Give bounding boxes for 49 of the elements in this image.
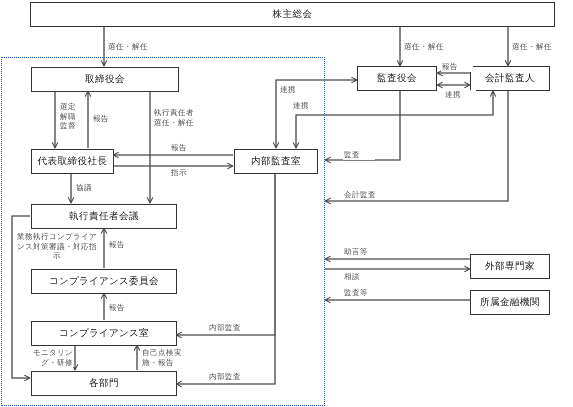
arrow xyxy=(436,70,470,76)
node-label: 監査役会 xyxy=(377,72,417,85)
arrow xyxy=(112,152,233,158)
arrow xyxy=(52,91,58,148)
group-frame xyxy=(1,57,325,406)
arrow xyxy=(324,256,470,262)
arrow xyxy=(504,27,512,66)
node-label: 所属金融機関 xyxy=(480,296,540,309)
process-box xyxy=(31,67,179,92)
node-label: コンプライアンス室 xyxy=(59,327,149,340)
process-box xyxy=(31,371,177,396)
process-box xyxy=(31,204,177,229)
arrow xyxy=(68,173,74,204)
process-box xyxy=(30,2,555,27)
arrow xyxy=(324,296,470,304)
arrow xyxy=(272,76,358,148)
arrow xyxy=(176,173,276,388)
arrow xyxy=(292,90,496,148)
arrow xyxy=(72,345,78,370)
arrow xyxy=(134,344,140,370)
node-label: 会計監査人 xyxy=(485,72,535,85)
node-label: 内部監査室 xyxy=(251,155,301,168)
node-label: 取締役会 xyxy=(85,73,125,86)
arrow xyxy=(113,162,234,170)
arrow xyxy=(84,90,92,148)
node-label: 外部専門家 xyxy=(485,260,535,273)
process-box xyxy=(470,66,550,91)
arrow xyxy=(146,91,154,204)
arrow xyxy=(396,27,404,66)
node-label: 各部門 xyxy=(89,377,119,390)
arrow xyxy=(11,215,30,382)
process-box xyxy=(31,321,177,346)
process-box xyxy=(357,66,437,91)
node-label: コンプライアンス委員会 xyxy=(49,275,159,288)
arrow xyxy=(100,292,108,320)
arrow xyxy=(100,228,108,268)
arrow xyxy=(436,82,470,88)
process-box xyxy=(470,290,550,315)
node-label: 執行責任者会議 xyxy=(69,210,139,223)
process-box xyxy=(234,149,318,174)
node-label: 株主総会 xyxy=(272,8,312,21)
node-label: 代表取締役社長 xyxy=(38,155,108,168)
arrow xyxy=(325,266,470,272)
arrow xyxy=(324,91,401,164)
process-box xyxy=(31,269,177,294)
arrow xyxy=(324,91,509,204)
process-box xyxy=(470,254,550,279)
process-box xyxy=(31,149,114,174)
arrow xyxy=(100,27,108,66)
